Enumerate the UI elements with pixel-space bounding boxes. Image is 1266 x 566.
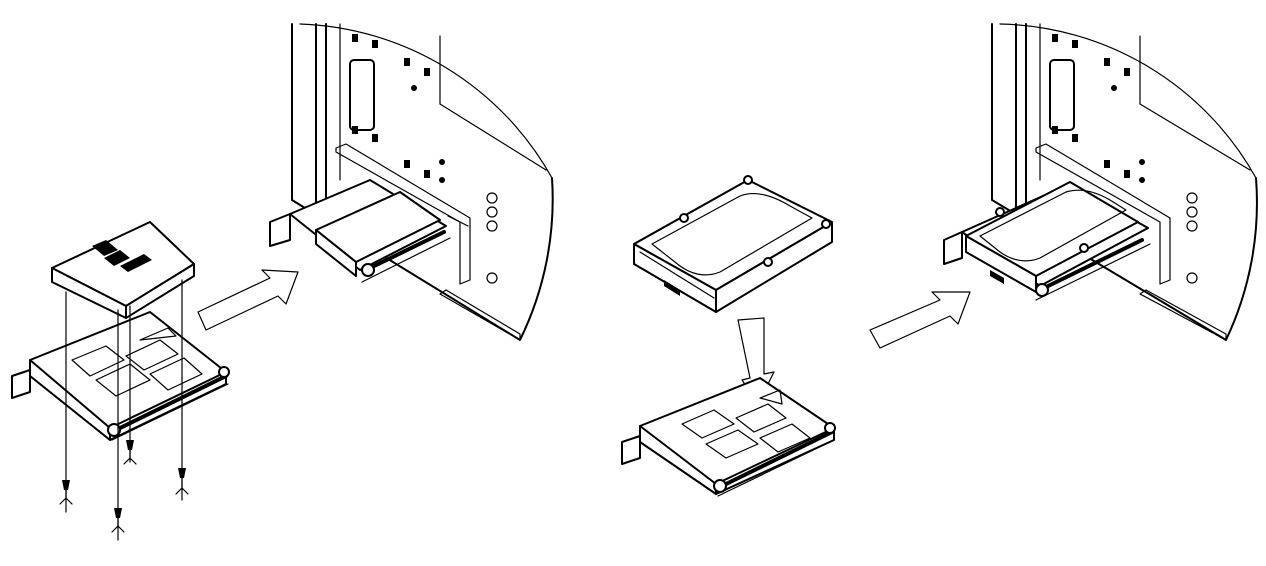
insert-arrow-icon — [197, 269, 299, 331]
ssd-tray-icon — [11, 311, 230, 441]
hdd-tray-icon — [621, 377, 836, 497]
insert-arrow-icon — [869, 291, 971, 349]
hdd-insert-panel — [943, 23, 1258, 341]
ssd-insert-panel — [269, 23, 554, 341]
hdd-icon — [633, 175, 833, 313]
screw-icon — [59, 480, 73, 505]
ssd-icon — [51, 221, 195, 319]
screw-icon — [111, 508, 125, 533]
screw-icon — [175, 468, 189, 495]
screw-lines — [65, 279, 183, 541]
screw-icon — [123, 440, 137, 465]
ssd-mount-panel — [11, 221, 230, 541]
hdd-mount-panel — [621, 175, 836, 497]
